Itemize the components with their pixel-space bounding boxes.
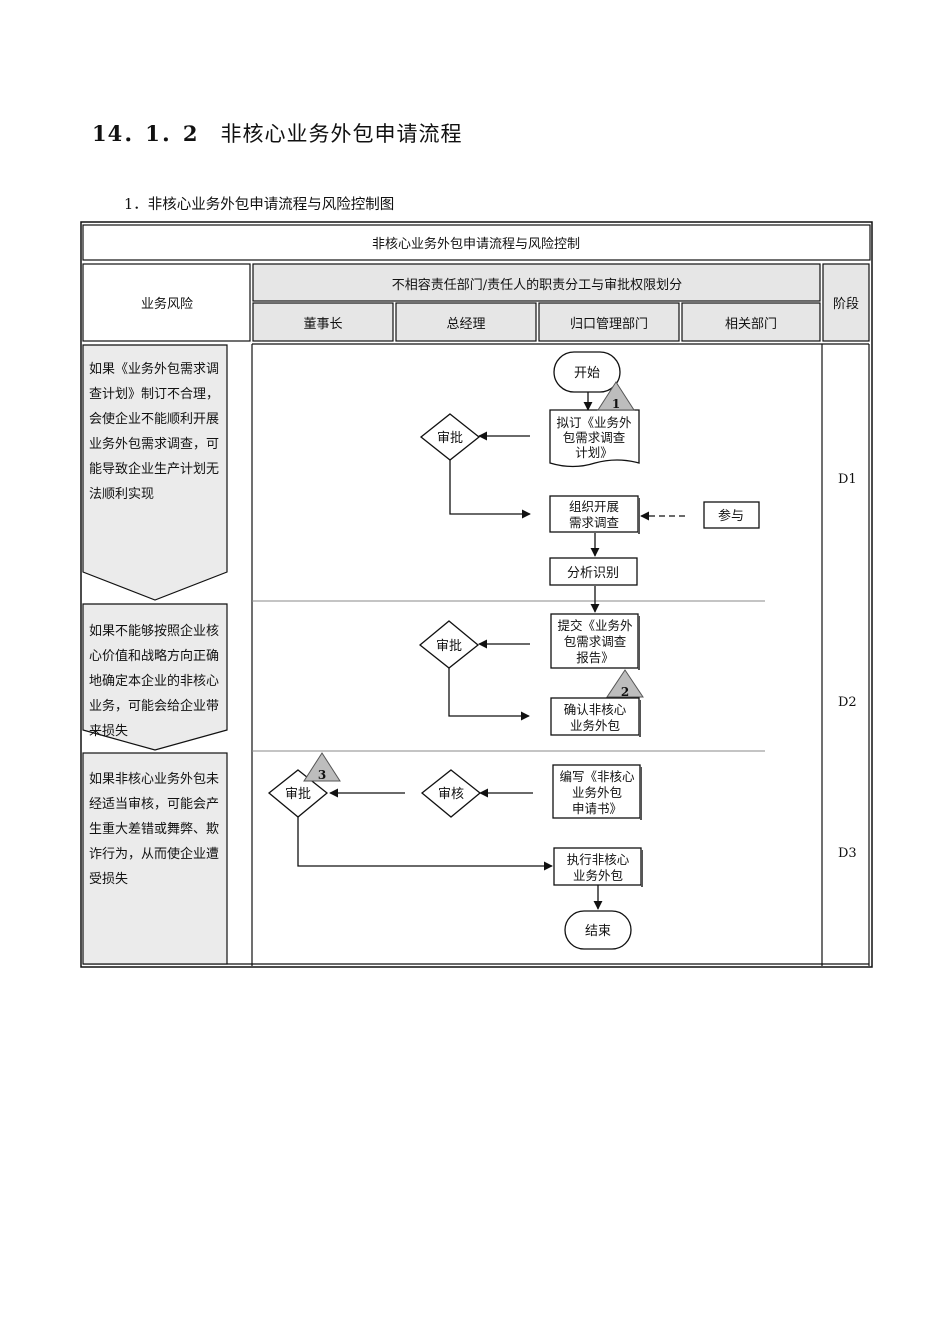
write-application-label: 业务外包 [572, 785, 622, 800]
figure-caption: 1．非核心业务外包申请流程与风险控制图 [124, 197, 395, 213]
stage-label-d3: D3 [838, 846, 857, 861]
risk-text-3: 如果非核心业务外包未经适当审核，可能会产生重大差错或舞弊、欺诈行为，从而使企业遭… [89, 772, 220, 887]
stage-header-cell [822, 263, 870, 342]
risk-header: 业务风险 [141, 296, 193, 312]
end-label: 结束 [585, 924, 611, 939]
control-point-3-label: 3 [318, 768, 326, 782]
review-label: 审核 [438, 787, 464, 802]
table-frame [80, 221, 873, 968]
write-application-label: 申请书》 [572, 801, 622, 816]
lane-header-related [681, 302, 821, 342]
division-header-cell [252, 263, 821, 302]
participate-box [703, 501, 760, 529]
participate-label: 参与 [718, 508, 744, 524]
submit-report-label: 包需求调查 [564, 634, 627, 649]
lane-header-chairman [252, 302, 394, 342]
risk-text-2: 如果不能够按照企业核心价值和战略方向正确地确定本企业的非核心业务，可能会给企业带… [89, 624, 220, 739]
approve-diamond-1 [419, 413, 481, 461]
stage-header: 阶段 [833, 297, 859, 312]
analyze-label: 分析识别 [567, 566, 619, 581]
review-diamond [420, 769, 482, 818]
lane-header-mgmt [538, 302, 680, 342]
division-header: 不相容责任部门/责任人的职责分工与审批权限划分 [392, 277, 682, 293]
approve-label-2: 审批 [436, 639, 462, 654]
confirm-noncore-label: 确认非核心 [564, 702, 627, 717]
risk-box-1 [82, 344, 228, 601]
section-title: 非核心业务外包申请流程 [220, 122, 463, 146]
section-number: 14．1．2 [92, 121, 199, 146]
submit-report-label: 提交《业务外 [557, 618, 633, 633]
control-point-3-icon [303, 752, 341, 782]
start-label: 开始 [574, 366, 600, 381]
control-point-2-icon [606, 669, 644, 698]
lane-label-chairman: 董事长 [303, 317, 342, 332]
section-heading: 14．1．2 非核心业务外包申请流程 [92, 118, 462, 148]
confirm-noncore-label: 业务外包 [570, 718, 620, 733]
lane-label-gm: 总经理 [446, 317, 485, 332]
table-title: 非核心业务外包申请流程与风险控制 [372, 236, 580, 252]
submit-report-box [550, 613, 639, 669]
end-terminal [564, 910, 632, 950]
draft-plan-label: 计划》 [575, 445, 613, 460]
stage-label-d2: D2 [838, 695, 857, 710]
stage-label-d1: D1 [838, 472, 857, 487]
risk-box-3 [82, 752, 228, 965]
control-point-2-label: 2 [621, 685, 629, 699]
analyze-box [549, 557, 638, 586]
draft-plan-document [549, 409, 640, 468]
approve-diamond-2 [418, 620, 480, 669]
title-cell [82, 224, 871, 261]
organize-survey-box [549, 495, 639, 533]
risk-box-2 [82, 603, 228, 751]
lane-label-mgmt: 归口管理部门 [570, 317, 648, 332]
execute-label: 执行非核心 [567, 852, 630, 867]
risk-header-cell [82, 263, 251, 342]
approve-label-3: 审批 [285, 787, 311, 802]
execute-label: 业务外包 [573, 868, 623, 883]
draft-plan-label: 包需求调查 [563, 430, 626, 445]
approve-diamond-3 [267, 769, 329, 818]
approve-label-1: 审批 [437, 431, 463, 446]
organize-survey-label: 需求调查 [569, 515, 620, 530]
execute-box [553, 847, 642, 886]
organize-survey-label: 组织开展 [569, 499, 619, 514]
write-application-box [552, 764, 641, 819]
lane-header-gm [395, 302, 537, 342]
draft-plan-label: 拟订《业务外 [556, 415, 632, 430]
lane-label-related: 相关部门 [725, 317, 777, 332]
control-point-1-label: 1 [612, 397, 620, 411]
submit-report-label: 报告》 [576, 650, 614, 665]
start-terminal [553, 351, 621, 393]
control-point-1-icon [597, 381, 635, 411]
write-application-label: 编写《非核心 [559, 769, 635, 784]
risk-text-1: 如果《业务外包需求调查计划》制订不合理，会使企业不能顺利开展业务外包需求调查，可… [89, 362, 220, 502]
